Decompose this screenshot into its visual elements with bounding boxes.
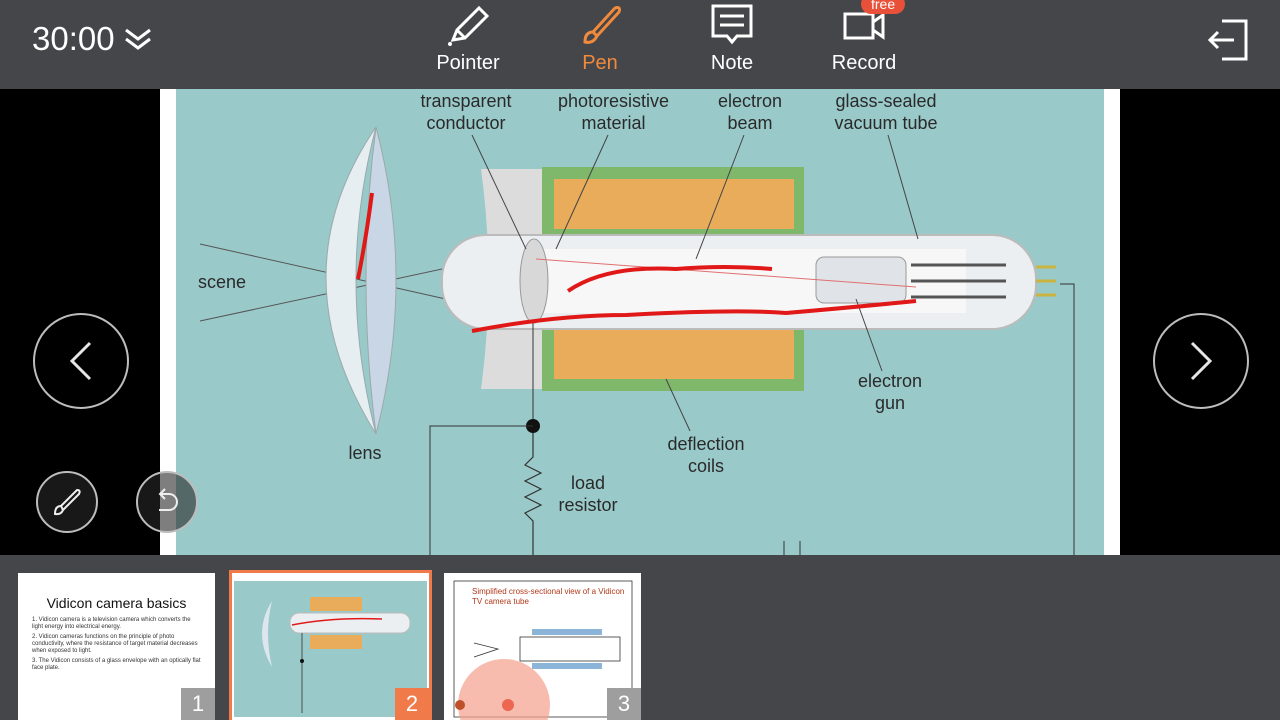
label-scene: scene [197,272,247,292]
timer-value: 30:00 [32,20,115,57]
brush-icon [583,6,621,44]
exit-button[interactable] [1206,18,1250,67]
tool-note[interactable]: Note [677,0,787,89]
next-slide-button[interactable] [1153,313,1249,409]
current-slide[interactable]: transparent conductor photoresistive mat… [160,89,1120,555]
double-chevron-down-icon[interactable] [123,26,153,52]
tool-label: Pointer [436,52,500,74]
undo-icon [158,488,178,511]
thumbnail-number: 2 [395,688,429,720]
tool-label: Pen [582,52,618,74]
thumbnail-list-item: 1. Vidicon camera is a television camera… [32,617,191,630]
label-load-resistor: load resistor [558,473,618,515]
tool-label: Record [831,52,897,74]
tool-record[interactable]: free Record [809,0,919,89]
chevron-right-icon [1190,341,1213,381]
thumbnail-title: Simplified cross-sectional view of a Vid… [472,587,625,606]
slide-thumbnail-1[interactable]: Vidicon camera basics 1. Vidicon camera … [18,573,215,720]
previous-slide-button[interactable] [33,313,129,409]
note-icon [711,4,753,45]
thumbnail-list: 1. Vidicon camera is a television camera… [32,617,202,672]
label-deflection-coils: deflection coils [667,434,745,476]
label-lens: lens [348,443,382,463]
thumbnail-title: Vidicon camera basics [46,595,187,611]
thumbnail-diagram [234,581,427,717]
label-electron-gun: electron gun [857,371,923,413]
tool-pen[interactable]: Pen [545,0,655,89]
thumbnail-number: 1 [181,688,215,720]
pen-tool-button[interactable] [36,471,98,533]
label-transparent-conductor: transparent conductor [420,91,512,133]
vidicon-illustration [199,126,1075,555]
tool-label: Note [710,52,754,74]
label-photoresistive-material: photoresistive material [557,91,670,133]
undo-button[interactable] [136,471,198,533]
label-glass-sealed-tube: glass-sealed vacuum tube [834,91,938,133]
exit-icon [1207,19,1248,61]
slide-stage: transparent conductor photoresistive mat… [0,89,1280,555]
top-toolbar: 30:00 Pointer Pen Note free Record [0,0,1280,89]
thumbnail-number: 3 [607,688,641,720]
slide-thumbnails: Vidicon camera basics 1. Vidicon camera … [0,555,1280,720]
slide-thumbnail-3[interactable]: Simplified cross-sectional view of a Vid… [444,573,641,720]
thumbnail-diagram [453,580,633,720]
pencil-icon [448,5,490,46]
slide-thumbnail-2[interactable]: 2 [229,570,432,720]
vidicon-diagram [176,89,1104,555]
tool-pointer[interactable]: Pointer [413,0,523,89]
brush-icon [53,488,81,516]
timer[interactable]: 30:00 [32,20,153,58]
thumbnail-list-item: 2. Vidicon cameras functions on the prin… [32,634,198,654]
thumbnail-list-item: 3. The Vidicon consists of a glass envel… [32,658,201,671]
label-electron-beam: electron beam [717,91,783,133]
video-camera-icon [843,12,885,40]
free-badge: free [861,0,906,14]
chevron-left-icon [69,341,92,381]
